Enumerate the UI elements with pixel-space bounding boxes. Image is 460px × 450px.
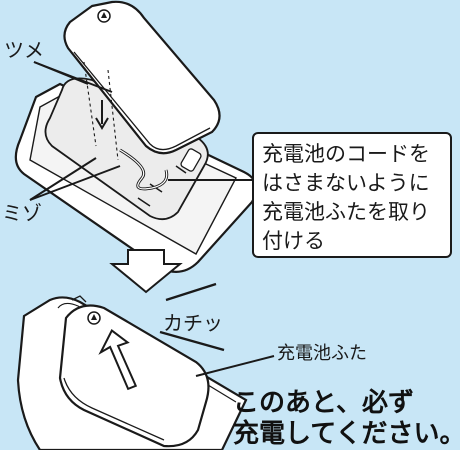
instruction-callout: 充電池のコードを はさまないように 充電池ふたを取り 付ける <box>252 132 452 258</box>
callout-line: はさまないように <box>262 171 430 195</box>
label-battery-lid: 充電池ふた <box>277 343 367 364</box>
callout-line: 充電池のコードを <box>262 142 430 166</box>
claw-and-groove-guides <box>83 61 119 161</box>
label-click-sound: カチッ <box>163 311 223 335</box>
note-line: このあと、必ず <box>233 388 414 418</box>
up-arrow-icon <box>98 329 138 391</box>
lid-leader-line <box>195 355 275 377</box>
down-arrow-icon <box>109 249 183 294</box>
battery-lid-top <box>63 0 221 155</box>
callout-line: 付ける <box>262 229 325 253</box>
leader-lines <box>29 61 254 201</box>
note-line: 充電してください。 <box>233 419 460 449</box>
label-claw: ツメ <box>4 38 44 62</box>
callout-line: 充電池ふたを取り <box>262 200 430 224</box>
label-groove: ミゾ <box>2 201 42 225</box>
remote-body-top <box>14 77 258 273</box>
click-marks <box>159 282 225 352</box>
charge-note: このあと、必ず 充電してください。 <box>233 388 460 450</box>
battery-cord <box>119 148 169 191</box>
battery-lid-bottom <box>58 295 210 448</box>
